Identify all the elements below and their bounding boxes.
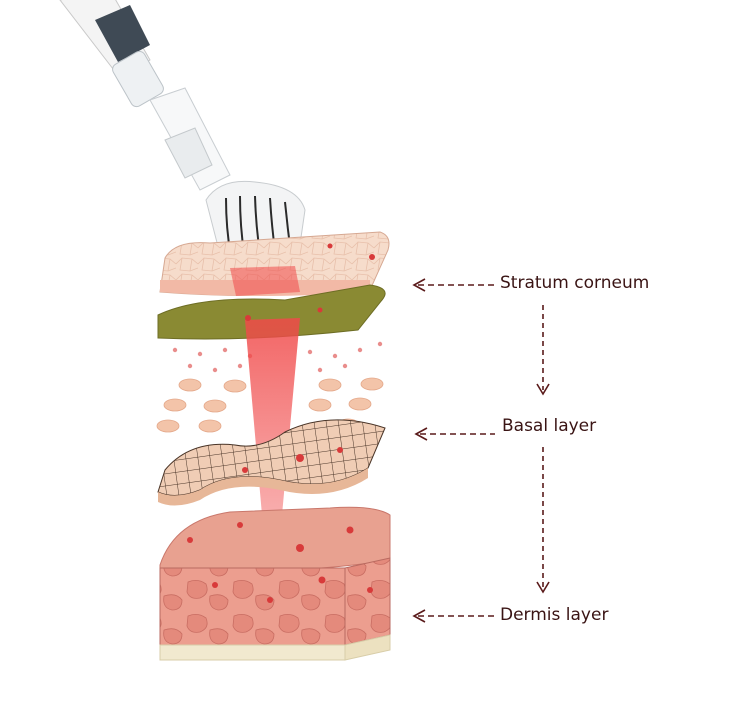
- syringe-icon: [59, 0, 231, 191]
- cell-dots: [156, 341, 384, 433]
- label-dermis-layer: Dermis layer: [500, 605, 609, 625]
- basal-layer: [157, 419, 386, 506]
- label-basal-layer: Basal layer: [502, 416, 597, 436]
- label-stratum-corneum: Stratum corneum: [500, 273, 650, 293]
- olive-layer: [157, 284, 386, 340]
- stratum-corneum-layer: [159, 231, 390, 297]
- dermis-layer: [159, 506, 391, 661]
- red-dots: [187, 243, 375, 603]
